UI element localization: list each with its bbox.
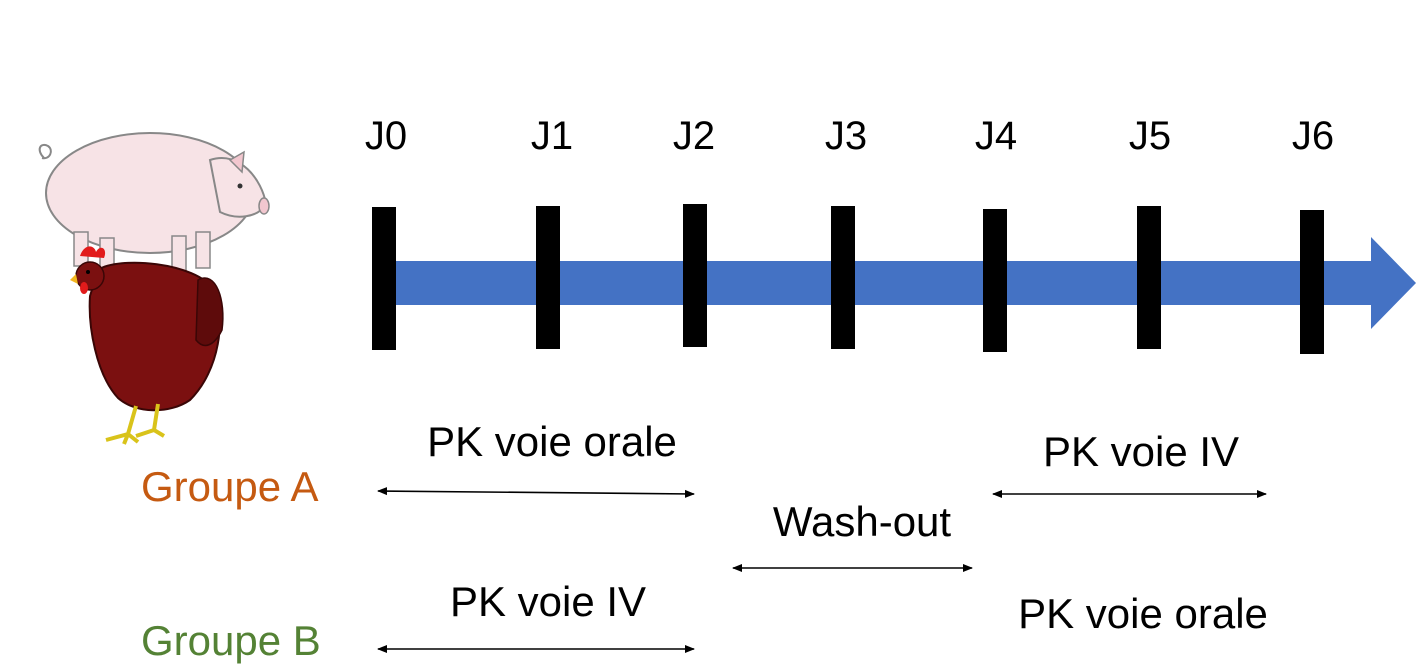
- group-b-second-phase-label: PK voie orale: [1018, 590, 1268, 637]
- group-a-second-phase-label: PK voie IV: [1042, 428, 1240, 475]
- day-label-j6: J6: [1291, 114, 1335, 158]
- day-label-j5: J5: [1128, 114, 1172, 158]
- washout-label: Wash-out: [772, 498, 952, 545]
- day-tick-j0: [372, 207, 396, 350]
- day-tick-j3: [831, 206, 855, 349]
- group-a-oral-arrow: [377, 487, 695, 498]
- day-label-j3: J3: [824, 114, 868, 158]
- day-tick-j5: [1137, 206, 1161, 349]
- pig-illustration: [38, 132, 270, 273]
- day-label-j2: J2: [672, 114, 716, 158]
- group-a-label: Groupe A: [141, 463, 319, 510]
- hen-illustration: [70, 246, 224, 445]
- day-tick-j1: [536, 206, 560, 349]
- group-b-label: Groupe B: [141, 617, 321, 664]
- day-label-j1: J1: [530, 114, 574, 158]
- timeline-arrow: [384, 237, 1416, 329]
- day-tick-j6: [1300, 210, 1324, 354]
- day-tick-j4: [983, 209, 1007, 352]
- day-label-j4: J4: [974, 114, 1018, 158]
- group-b-first-phase-label: PK voie IV: [449, 578, 647, 625]
- group-a-first-phase-label: PK voie orale: [427, 418, 677, 465]
- day-tick-j2: [683, 204, 707, 347]
- day-label-j0: J0: [364, 114, 408, 158]
